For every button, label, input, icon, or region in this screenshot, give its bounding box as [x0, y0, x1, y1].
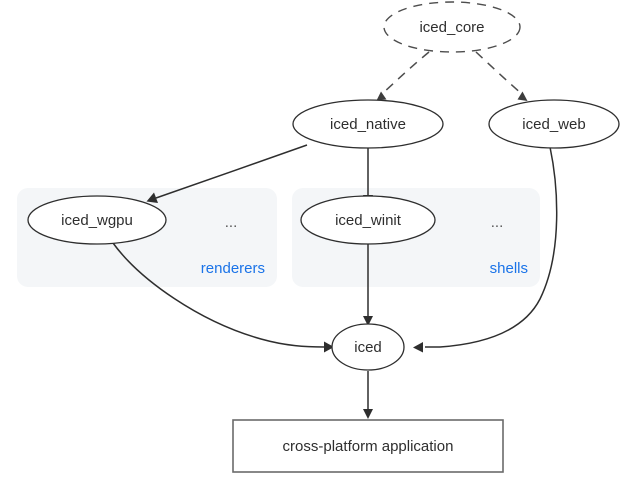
- edge-iced-winit-to-iced: [363, 243, 373, 326]
- node-iced-web[interactable]: iced_web: [488, 99, 620, 149]
- cluster-renderers-label: renderers: [201, 260, 265, 277]
- node-iced-core-label: iced_core: [419, 19, 484, 36]
- edge-iced-to-application: [363, 371, 373, 419]
- edge-iced-native-to-iced-wgpu: [146, 144, 308, 203]
- node-application-label: cross-platform application: [283, 438, 454, 455]
- cluster-shells-label: shells: [490, 260, 528, 277]
- edge-iced-core-to-iced-web: [475, 51, 528, 101]
- node-iced-wgpu-shape: [27, 195, 167, 245]
- node-iced-web-label: iced_web: [522, 116, 585, 133]
- node-iced-label: iced: [354, 339, 382, 356]
- node-iced-web-shape: [488, 99, 620, 149]
- renderers-more-ellipsis: ...: [225, 214, 238, 231]
- node-iced-native[interactable]: iced_native: [292, 99, 444, 149]
- edge-iced-core-to-iced-native: [376, 51, 430, 101]
- node-iced-winit[interactable]: iced_winit: [300, 195, 436, 245]
- node-iced-core-shape: [383, 1, 521, 53]
- node-application[interactable]: cross-platform application: [232, 419, 504, 473]
- node-iced-wgpu-label: iced_wgpu: [61, 212, 133, 229]
- node-iced-native-shape: [292, 99, 444, 149]
- edge-iced-wgpu-to-iced: [112, 242, 334, 353]
- node-iced-wgpu[interactable]: iced_wgpu: [27, 195, 167, 245]
- shells-more-ellipsis: ...: [491, 214, 504, 231]
- node-iced[interactable]: iced: [331, 323, 405, 371]
- node-iced-core[interactable]: iced_core: [383, 1, 521, 53]
- edge-iced-web-to-iced: [413, 146, 558, 353]
- node-iced-winit-label: iced_winit: [335, 212, 402, 229]
- node-iced-winit-shape: [300, 195, 436, 245]
- node-iced-shape: [331, 323, 405, 371]
- node-iced-native-label: iced_native: [330, 116, 406, 133]
- node-application-shape: [232, 419, 504, 473]
